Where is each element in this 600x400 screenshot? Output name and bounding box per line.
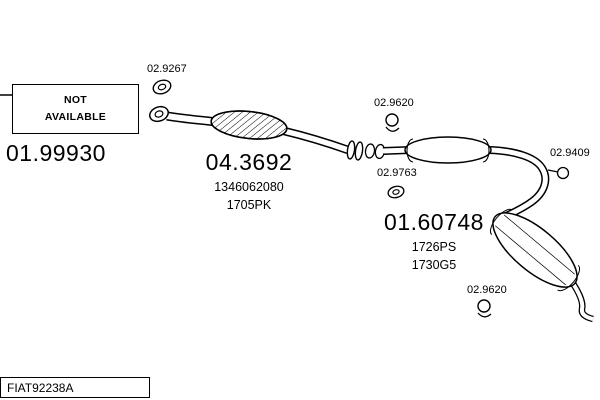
catalyst-ref-2: 1705PK <box>226 198 272 212</box>
front-flange <box>149 105 169 123</box>
ref-hanger-top: 02.9620 <box>374 97 414 109</box>
front-gasket-icon <box>152 79 172 95</box>
footer-code-box: FIAT92238A <box>0 377 150 398</box>
rear-ref-1: 1726PS <box>411 240 457 254</box>
not-available-box: NOT AVAILABLE <box>12 84 139 134</box>
rear-ref-2: 1730G5 <box>411 258 457 272</box>
hanger-top-icon <box>385 113 400 132</box>
right-hanger-icon <box>547 166 570 180</box>
ref-mid-gasket: 02.9763 <box>377 167 417 179</box>
center-muffler <box>404 136 492 164</box>
pipe-gasket-rings <box>364 143 386 160</box>
rear-muffler-shape <box>490 208 580 292</box>
rear-connecting-pipe <box>489 146 550 223</box>
mid-gasket-icon <box>387 185 405 199</box>
hanger-bottom-icon <box>477 299 492 318</box>
part-number-catalyst: 04.3692 <box>205 149 293 175</box>
ref-bottom-hanger: 02.9620 <box>467 284 507 296</box>
flange-joint <box>346 140 364 161</box>
catalyst-label-block: 04.3692 1346062080 1705PK <box>185 149 313 212</box>
front-pipe <box>166 111 217 127</box>
footer-code: FIAT92238A <box>7 380 74 395</box>
mid-pipe <box>283 126 350 155</box>
ref-front-gasket: 02.9267 <box>147 63 187 75</box>
part-number-left: 01.99930 <box>6 140 106 166</box>
rear-muffler-label-block: 01.60748 1726PS 1730G5 <box>368 209 500 272</box>
ref-right-hanger: 02.9409 <box>550 147 590 159</box>
catalytic-converter <box>210 110 288 140</box>
catalyst-ref-1: 1346062080 <box>214 180 284 194</box>
part-number-rear: 01.60748 <box>384 209 484 235</box>
